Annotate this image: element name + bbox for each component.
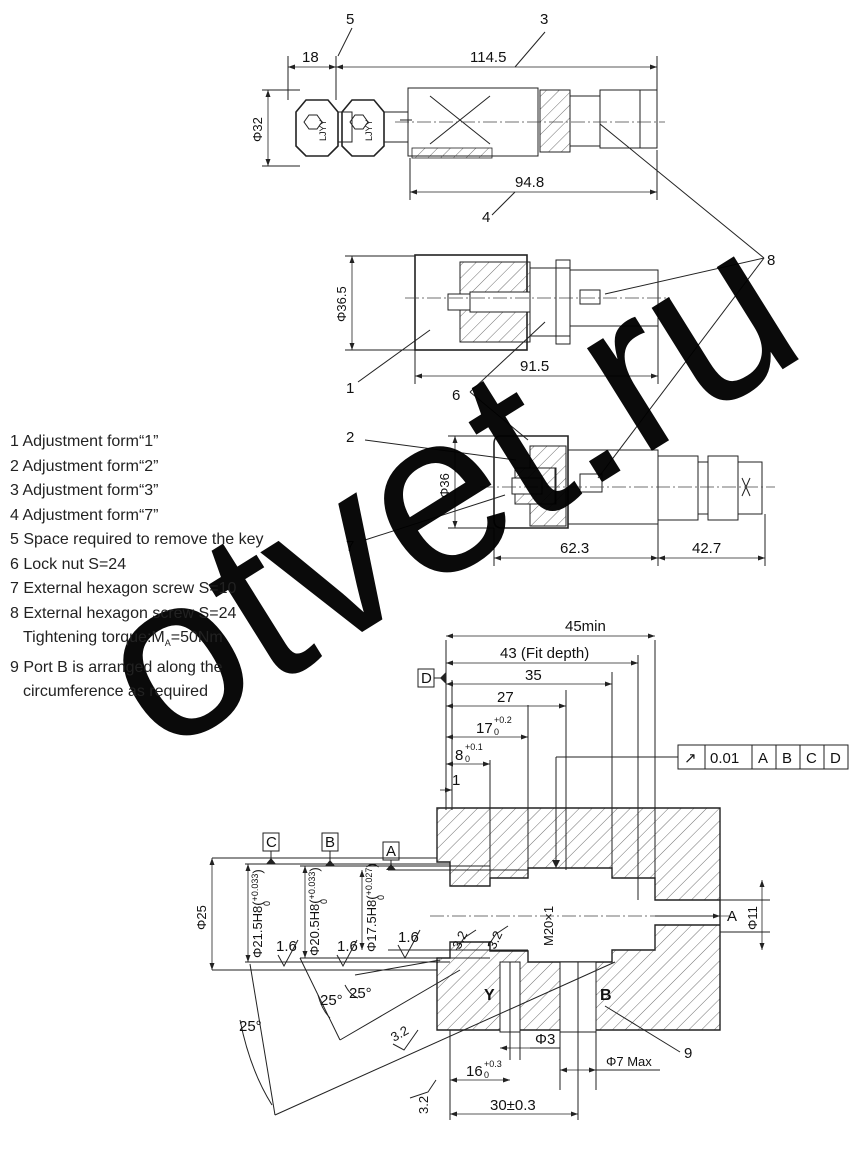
dim-16: 16 bbox=[466, 1063, 483, 1080]
roughness-3-2-b: 3.2 bbox=[484, 929, 505, 952]
callout-4: 4 bbox=[482, 209, 490, 226]
tolerance-ref-d: D bbox=[830, 750, 841, 767]
legend-item-5: 5 Space required to remove the key bbox=[10, 531, 264, 548]
dim-30: 30±0.3 bbox=[490, 1097, 536, 1114]
tolerance-frame: ↗ 0.01 A B C D bbox=[552, 744, 849, 868]
dim-42-7: 42.7 bbox=[692, 540, 721, 557]
legend-item-8: 8 External hexagon screw S=24 bbox=[10, 604, 237, 622]
dim-114-5: 114.5 bbox=[470, 49, 506, 66]
angle-25-a: 25° bbox=[320, 992, 343, 1009]
legend: 1 Adjustment form“1” 2 Adjustment form“2… bbox=[10, 430, 310, 705]
datum-b: B bbox=[325, 834, 335, 851]
legend-item-8-torque: Tightening torque:MA=50Nm bbox=[23, 629, 223, 649]
key-right-text: LJYY bbox=[364, 119, 374, 141]
dim-91-5: 91.5 bbox=[520, 358, 549, 375]
tolerance-ref-c: C bbox=[806, 750, 817, 767]
port-a: A bbox=[727, 908, 737, 925]
key-left: LJYY bbox=[295, 99, 353, 157]
dim-phi21-5-zero: 0 bbox=[262, 901, 272, 906]
dim-8-tol-up: +0.1 bbox=[465, 742, 483, 752]
top-hatched-base bbox=[411, 147, 493, 159]
dim-phi25: Φ25 bbox=[194, 905, 209, 930]
thread-m20: M20×1 bbox=[541, 906, 556, 946]
callout-8: 8 bbox=[767, 252, 775, 269]
dim-phi11: Φ11 bbox=[745, 906, 760, 930]
dim-phi21-5: Φ21.5H8(+0.033) bbox=[250, 869, 265, 958]
roughness-3-2-c: 3.2 bbox=[388, 1023, 411, 1045]
key-right: LJYY bbox=[341, 99, 409, 157]
tolerance-value: 0.01 bbox=[710, 750, 739, 767]
port-b: B bbox=[600, 987, 612, 1004]
callout-1: 1 bbox=[346, 380, 354, 397]
key-left-text: LJYY bbox=[318, 119, 328, 141]
legend-item-1: 1 Adjustment form“1” bbox=[10, 433, 159, 450]
callout-9: 9 bbox=[684, 1045, 692, 1062]
dim-phi3: Φ3 bbox=[535, 1031, 555, 1048]
dim-phi17-5: Φ17.5H8(+0.027) bbox=[364, 863, 379, 952]
roughness-symbols: 1.6 1.6 1.6 3.2 3.2 3.2 3.2 bbox=[276, 925, 509, 1114]
dim-16-tol-lo: 0 bbox=[484, 1070, 489, 1080]
dim-17-tol-lo: 0 bbox=[494, 727, 499, 737]
lower-view: Φ36 62.3 42.7 2 7 bbox=[346, 429, 775, 566]
port-y: Y bbox=[484, 987, 495, 1004]
legend-item-9: 9 Port B is arranged along the bbox=[10, 658, 223, 676]
roughness-1-6-c: 1.6 bbox=[398, 929, 419, 946]
angle-25-b: 25° bbox=[349, 985, 372, 1002]
callout-5: 5 bbox=[346, 11, 354, 28]
datum-c: C bbox=[266, 834, 277, 851]
dim-17: 17 bbox=[476, 720, 493, 737]
top-view: LJYY LJYY 18 114.5 5 3 Φ32 94.8 4 bbox=[250, 11, 665, 226]
top-nut bbox=[569, 95, 601, 147]
middle-view: Φ36.5 91.5 1 6 8 bbox=[334, 123, 775, 479]
dim-phi36-5: Φ36.5 bbox=[334, 286, 349, 322]
dim-phi32: Φ32 bbox=[250, 117, 265, 142]
datum-d: D bbox=[421, 670, 432, 687]
dim-27: 27 bbox=[497, 689, 514, 706]
callout-2: 2 bbox=[346, 429, 354, 446]
dim-1: 1 bbox=[452, 772, 460, 789]
roughness-1-6-a: 1.6 bbox=[276, 938, 297, 955]
dim-phi7-max: Φ7 Max bbox=[606, 1054, 652, 1069]
callout-6: 6 bbox=[452, 387, 460, 404]
dim-62-3: 62.3 bbox=[560, 540, 589, 557]
dim-18: 18 bbox=[302, 49, 319, 66]
tolerance-ref-b: B bbox=[782, 750, 792, 767]
dim-phi20-5-zero: 0 bbox=[319, 899, 329, 904]
top-spool-end bbox=[639, 89, 658, 149]
dim-phi36: Φ36 bbox=[437, 473, 452, 498]
dim-8-tol-lo: 0 bbox=[465, 754, 470, 764]
callout-3: 3 bbox=[540, 11, 548, 28]
legend-item-4: 4 Adjustment form“7” bbox=[10, 506, 159, 524]
cavity-drawing: 45min 43 (Fit depth) 35 27 17 +0.2 0 8 +… bbox=[194, 618, 849, 1120]
angle-25-c: 25° bbox=[239, 1018, 262, 1035]
legend-item-7: 7 External hexagon screw S=10 bbox=[10, 580, 237, 597]
datum-a: A bbox=[386, 843, 396, 860]
dim-17-tol-up: +0.2 bbox=[494, 715, 512, 725]
legend-item-9-cont: circumference as required bbox=[23, 683, 208, 701]
legend-item-6: 6 Lock nut S=24 bbox=[10, 555, 127, 573]
top-adjust-section bbox=[539, 89, 571, 153]
legend-item-2: 2 Adjustment form“2” bbox=[10, 457, 159, 475]
dim-16-tol-up: +0.3 bbox=[484, 1059, 502, 1069]
legend-item-3: 3 Adjustment form“3” bbox=[10, 482, 159, 499]
dim-35: 35 bbox=[525, 667, 542, 684]
dim-phi17-5-zero: 0 bbox=[376, 895, 386, 900]
roughness-1-6-b: 1.6 bbox=[337, 938, 358, 955]
dim-phi20-5: Φ20.5H8(+0.033) bbox=[307, 867, 322, 956]
dim-8: 8 bbox=[455, 747, 463, 764]
tolerance-symbol: ↗ bbox=[684, 750, 697, 767]
tolerance-ref-a: A bbox=[758, 750, 768, 767]
low-cap bbox=[493, 435, 569, 529]
roughness-3-2-a: 3.2 bbox=[449, 929, 470, 952]
dim-94-8: 94.8 bbox=[515, 174, 544, 191]
dim-45min: 45min bbox=[565, 618, 606, 635]
top-spool bbox=[599, 89, 658, 149]
callout-7: 7 bbox=[346, 538, 354, 555]
roughness-3-2-d: 3.2 bbox=[416, 1096, 431, 1114]
dim-43-fit-depth: 43 (Fit depth) bbox=[500, 645, 589, 662]
